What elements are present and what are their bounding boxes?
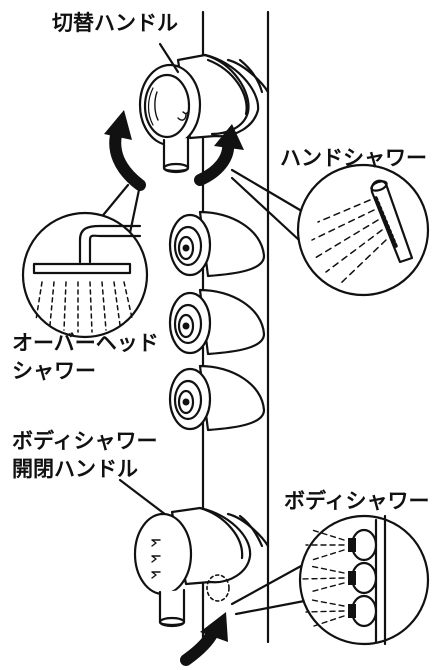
mini-nozzle xyxy=(348,561,378,595)
mini-nozzle xyxy=(348,594,378,628)
overhead-shower-label-line2: シャワー xyxy=(12,359,96,383)
switch-handle-leader xyxy=(158,42,180,74)
body-shower-label: ボディシャワー xyxy=(284,489,430,513)
body-shower-water-spray xyxy=(301,529,345,627)
hand-shower-callout xyxy=(296,163,430,297)
switch-handle-label: 切替ハンドル xyxy=(52,11,178,35)
body-shower-nozzle xyxy=(168,364,266,432)
body-handle-label-line1: ボディシャワー xyxy=(12,429,158,453)
arrow-up-right-icon xyxy=(180,612,228,666)
arrow-left-icon xyxy=(104,110,146,191)
body-shower-callout xyxy=(298,514,430,646)
body-shower-nozzle xyxy=(168,210,266,278)
overhead-shower-callout xyxy=(21,211,149,339)
hand-shower-label: ハンドシャワー xyxy=(280,146,427,170)
overhead-water-spray xyxy=(35,281,133,333)
switch-handle[interactable] xyxy=(138,53,270,174)
arrow-right-icon xyxy=(194,124,244,186)
overhead-shower-label-line1: オーバーヘッド xyxy=(12,331,159,355)
body-handle-label-line2: 開閉ハンドル xyxy=(12,457,138,481)
hand-shower-water-spray xyxy=(311,199,387,285)
body-shower-handle[interactable] xyxy=(133,506,270,628)
body-shower-nozzle xyxy=(168,288,266,356)
mini-nozzle xyxy=(348,528,378,562)
body-handle-leader xyxy=(118,478,172,520)
